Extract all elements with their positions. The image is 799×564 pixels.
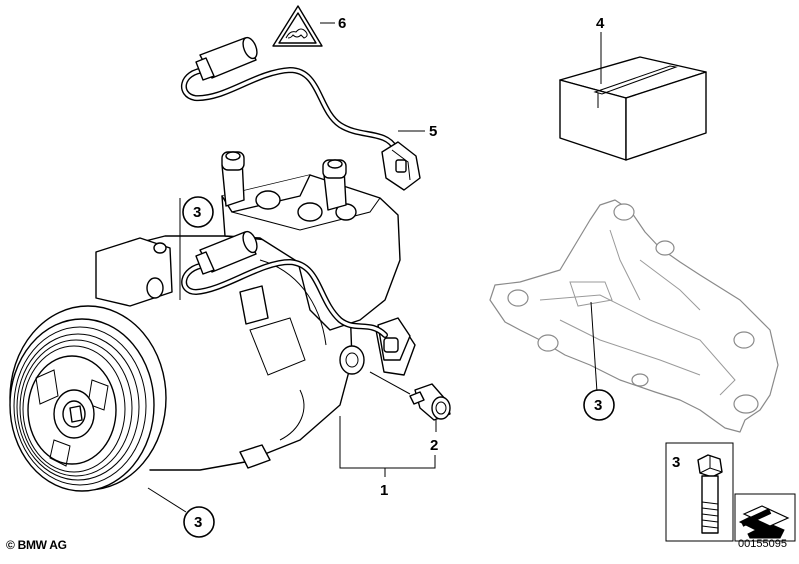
callout-2: 2: [430, 437, 438, 454]
callout-5: 5: [429, 123, 437, 140]
callout-3-upper: 3: [193, 204, 201, 221]
diagram-id: 00155095: [738, 538, 787, 550]
ac-compressor[interactable]: [9, 151, 416, 492]
callout-3-lower: 3: [194, 514, 202, 531]
callout-1: 1: [380, 482, 388, 499]
bolt-inset-box[interactable]: [665, 442, 734, 542]
sealing-plug[interactable]: [409, 383, 451, 421]
compressor-bracket[interactable]: [489, 199, 779, 433]
copyright-text: © BMW AG: [6, 538, 67, 552]
direction-arrow-box: [734, 493, 796, 542]
callout-6: 6: [338, 15, 346, 32]
warning-label-icon[interactable]: [272, 5, 323, 47]
oil-package-box[interactable]: [559, 56, 707, 161]
callout-4: 4: [596, 15, 605, 32]
callout-3-bolt: 3: [672, 454, 680, 471]
callout-3-bracket: 3: [594, 397, 602, 414]
pressure-sensor-cable[interactable]: [180, 36, 421, 191]
